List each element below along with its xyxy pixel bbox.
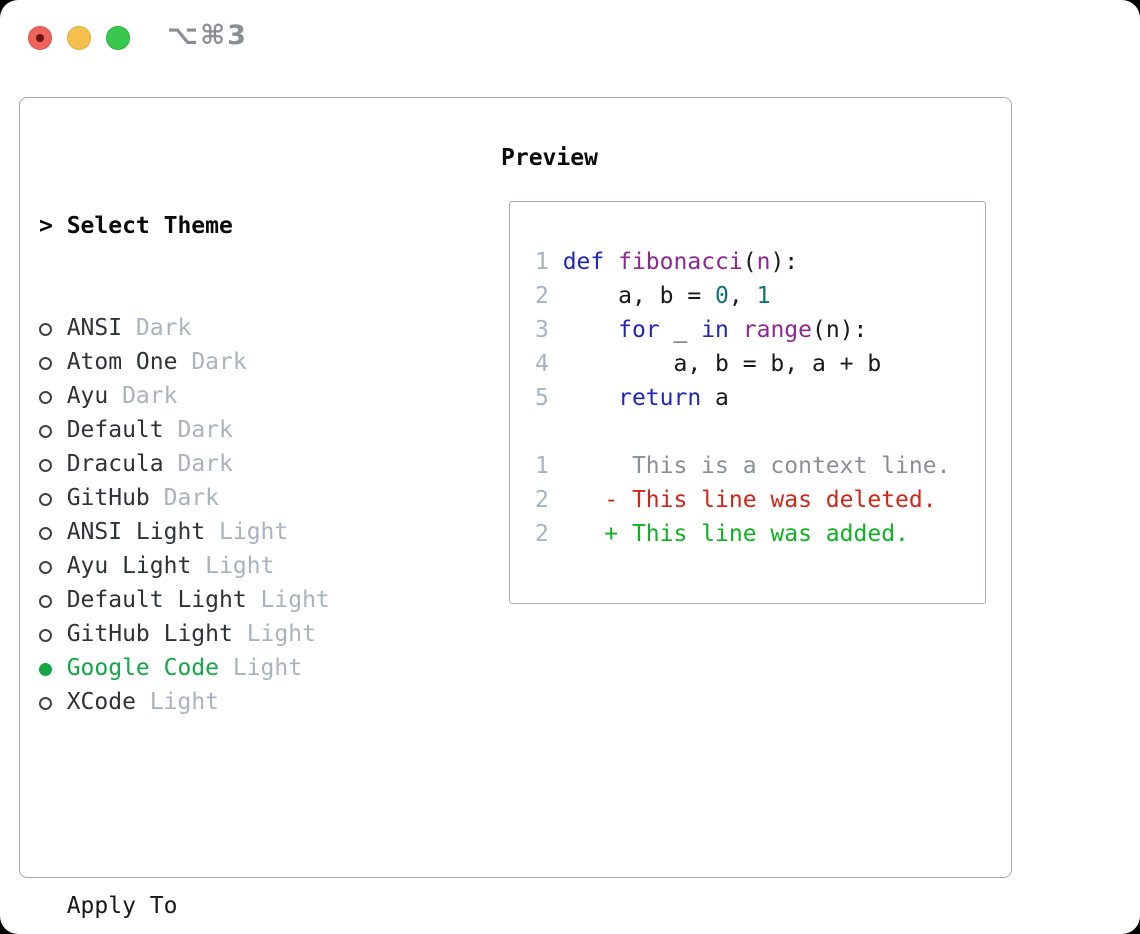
list-item[interactable]: Ayu Dark: [39, 379, 427, 413]
line-number: 3: [535, 317, 563, 343]
line-number: 2: [535, 283, 563, 309]
zoom-button[interactable]: [106, 26, 130, 50]
radio-icon: [39, 583, 67, 617]
item-variant-tag: Light: [149, 689, 220, 715]
code-line: 5 return a: [535, 385, 729, 411]
preview-code: 1 def fibonacci(n): 2 a, b = 0, 1 3 for _ …: [535, 245, 950, 551]
code-line: 2 - This line was deleted.: [535, 487, 937, 513]
item-variant-tag: Light: [246, 621, 316, 647]
close-button[interactable]: [28, 26, 52, 50]
list-item[interactable]: Atom One Dark: [39, 345, 427, 379]
item-label: Default Light: [66, 587, 247, 613]
cursor-prompt-icon: >: [39, 213, 53, 239]
minimize-button[interactable]: [67, 26, 91, 50]
item-variant-tag: Light: [219, 519, 289, 545]
line-number: 2: [535, 521, 563, 547]
line-number: 5: [535, 385, 563, 411]
list-item[interactable]: Ayu Light Light: [39, 549, 427, 583]
apply-to-title: Apply To: [66, 893, 178, 919]
item-label: ANSI Light: [66, 519, 206, 545]
item-label: Ayu Light: [66, 553, 192, 579]
item-label: Default: [66, 417, 164, 443]
list-item[interactable]: GitHub Dark: [39, 481, 427, 515]
list-item[interactable]: XCode Light: [39, 685, 427, 719]
code-line: 1 def fibonacci(n):: [535, 249, 799, 275]
radio-icon: [39, 685, 67, 719]
item-variant-tag: Dark: [135, 315, 192, 341]
radio-icon: [39, 515, 67, 549]
line-number: 4: [535, 351, 563, 377]
radio-icon: [39, 379, 67, 413]
item-variant-tag: Dark: [163, 485, 220, 511]
apply-to-header: Apply To: [39, 889, 427, 923]
radio-icon: [39, 311, 67, 345]
select-theme-title: Select Theme: [66, 213, 233, 239]
traffic-lights: [28, 26, 130, 50]
item-variant-tag: Light: [232, 655, 303, 681]
radio-icon: [39, 481, 67, 515]
titlebar: ⌥⌘3: [0, 0, 1140, 76]
preview-pane: 1 def fibonacci(n): 2 a, b = 0, 1 3 for _ …: [509, 201, 986, 604]
item-label: Atom One: [66, 349, 178, 375]
item-label: GitHub: [66, 485, 150, 511]
code-line: [535, 415, 950, 449]
item-variant-tag: Light: [260, 587, 330, 613]
list-item[interactable]: Default Light Light: [39, 583, 427, 617]
line-number: [535, 419, 563, 445]
code-line: 2 + This line was added.: [535, 521, 909, 547]
list-item[interactable]: ANSI Light Light: [39, 515, 427, 549]
item-label: Dracula: [66, 451, 164, 477]
item-label: XCode: [66, 689, 136, 715]
list-item[interactable]: ANSI Dark: [39, 311, 427, 345]
item-variant-tag: Dark: [191, 349, 247, 375]
line-number: 2: [535, 487, 563, 513]
code-line: 1 This is a context line.: [535, 453, 951, 479]
radio-icon: [39, 447, 67, 481]
list-item[interactable]: GitHub Light Light: [39, 617, 427, 651]
code-line: 4 a, b = b, a + b: [535, 351, 882, 377]
item-variant-tag: Dark: [177, 417, 233, 443]
radio-icon: [39, 413, 67, 447]
item-label: ANSI: [66, 315, 123, 341]
radio-icon: [39, 345, 67, 379]
code-line: 2 a, b = 0, 1: [535, 283, 771, 309]
radio-icon: [39, 549, 67, 583]
code-line: 3 for _ in range(n):: [535, 317, 868, 343]
spacer: [39, 787, 427, 821]
radio-selected-icon: [39, 651, 67, 685]
item-variant-tag: Dark: [122, 383, 178, 409]
line-number: 1: [535, 249, 563, 275]
item-label: Google Code: [66, 655, 220, 681]
list-item[interactable]: Default Dark: [39, 413, 427, 447]
item-variant-tag: Dark: [177, 451, 233, 477]
radio-icon: [39, 617, 67, 651]
window-title: ⌥⌘3: [167, 20, 248, 51]
list-item[interactable]: Dracula Dark: [39, 447, 427, 481]
item-label: Ayu: [66, 383, 109, 409]
item-label: GitHub Light: [66, 621, 233, 647]
line-number: 1: [535, 453, 563, 479]
preview-title: Preview: [501, 145, 598, 171]
select-theme-header: > Select Theme: [39, 209, 427, 243]
item-variant-tag: Light: [205, 553, 275, 579]
list-item[interactable]: Google Code Light: [39, 651, 427, 685]
